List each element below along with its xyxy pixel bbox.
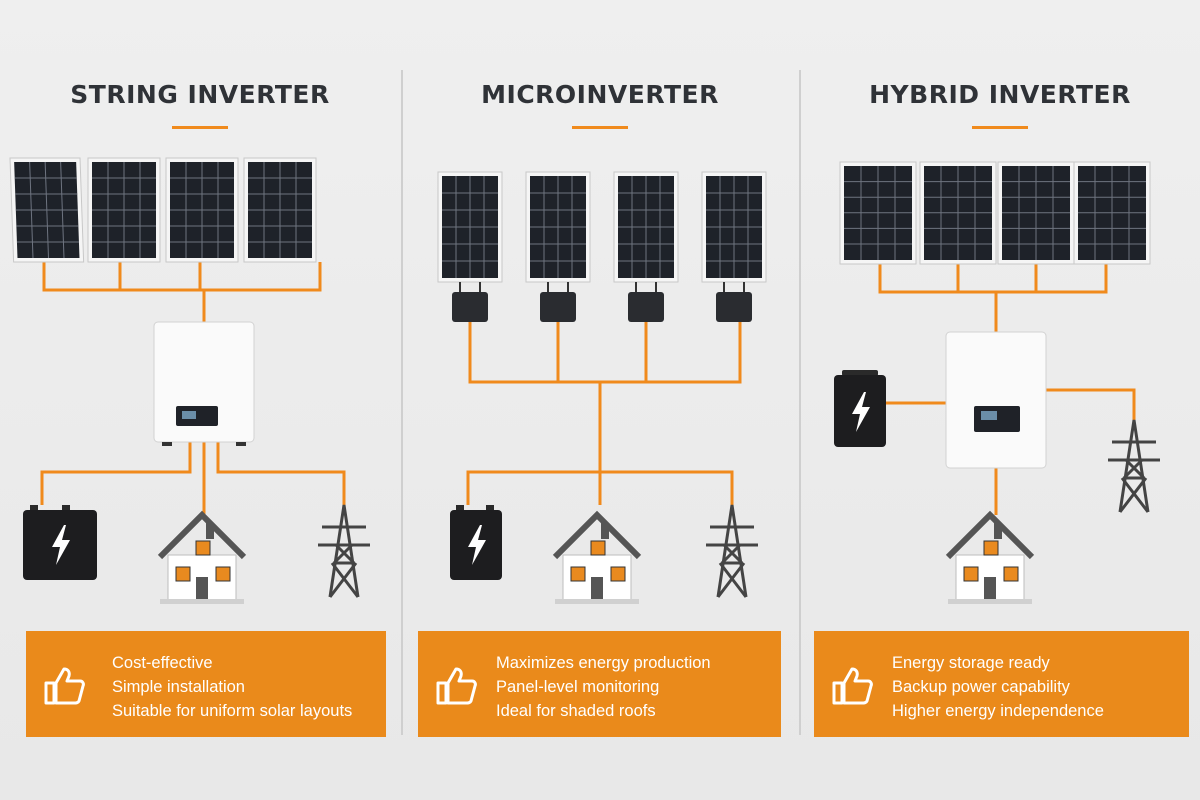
benefit-item: Higher energy independence: [892, 702, 1104, 720]
house-icon: [157, 510, 247, 604]
microinverter-column: MICROINVERTER: [400, 0, 800, 800]
solar-panel-icon: [165, 157, 239, 263]
benefits-list: Energy storage ready Backup power capabi…: [892, 651, 1104, 723]
benefit-item: Maximizes energy production: [496, 654, 711, 672]
column-title: STRING INVERTER: [70, 80, 330, 109]
benefit-item: Cost-effective: [112, 654, 213, 672]
title-underline: [972, 126, 1028, 129]
benefit-item: Suitable for uniform solar layouts: [112, 702, 353, 720]
benefits-box: Maximizes energy production Panel-level …: [418, 631, 781, 737]
power-tower-icon: [1108, 419, 1160, 513]
thumbs-up-icon: [832, 667, 873, 705]
benefits-box: Cost-effective Simple installation Suita…: [26, 631, 386, 737]
house-icon: [945, 510, 1035, 604]
solar-panel-icon: [613, 171, 679, 283]
string-inverter-diagram: [9, 157, 370, 604]
power-tower-icon: [706, 504, 758, 598]
solar-panel-icon: [87, 157, 161, 263]
benefits-box: Energy storage ready Backup power capabi…: [814, 631, 1189, 737]
hybrid-inverter-column: HYBRID INVERTER: [800, 0, 1200, 800]
string-inverter-column: STRING INVERTER: [0, 0, 400, 800]
wires: [466, 322, 742, 505]
benefits-list: Maximizes energy production Panel-level …: [496, 651, 711, 723]
title-underline: [172, 126, 228, 129]
thumbs-up-icon: [436, 667, 477, 705]
wires: [878, 264, 1136, 515]
microinverter-icon: [628, 282, 664, 322]
benefit-item: Panel-level monitoring: [496, 678, 660, 696]
solar-panel-icon: [243, 157, 317, 263]
inverter-icon: [153, 321, 255, 446]
battery-icon: [834, 370, 886, 447]
benefit-item: Ideal for shaded roofs: [496, 702, 656, 720]
microinverter-icon: [540, 282, 576, 322]
benefit-item: Backup power capability: [892, 678, 1070, 696]
thumbs-up-icon: [44, 667, 85, 705]
inverter-icon: [945, 331, 1047, 469]
benefit-item: Simple installation: [112, 678, 245, 696]
title-underline: [572, 126, 628, 129]
microinverter-icon: [716, 282, 752, 322]
solar-panel-icon: [997, 161, 1075, 265]
battery-icon: [450, 505, 502, 580]
column-divider: [401, 70, 403, 735]
column-title: MICROINVERTER: [481, 80, 719, 109]
battery-icon: [23, 505, 97, 580]
benefits-list: Cost-effective Simple installation Suita…: [112, 651, 352, 723]
hybrid-inverter-diagram: [834, 161, 1160, 604]
column-title: HYBRID INVERTER: [869, 80, 1131, 109]
power-tower-icon: [318, 504, 370, 598]
solar-panel-icon: [437, 171, 503, 283]
solar-panel-icon: [839, 161, 917, 265]
solar-panel-icon: [525, 171, 591, 283]
microinverter-diagram: [437, 171, 767, 604]
solar-panel-icon: [1073, 161, 1151, 265]
solar-panel-icon: [701, 171, 767, 283]
solar-panel-icon: [919, 161, 997, 265]
solar-panel-icon: [9, 157, 85, 263]
column-divider: [799, 70, 801, 735]
house-icon: [552, 510, 642, 604]
microinverter-icon: [452, 282, 488, 322]
benefit-item: Energy storage ready: [892, 654, 1050, 672]
wires: [40, 262, 346, 515]
